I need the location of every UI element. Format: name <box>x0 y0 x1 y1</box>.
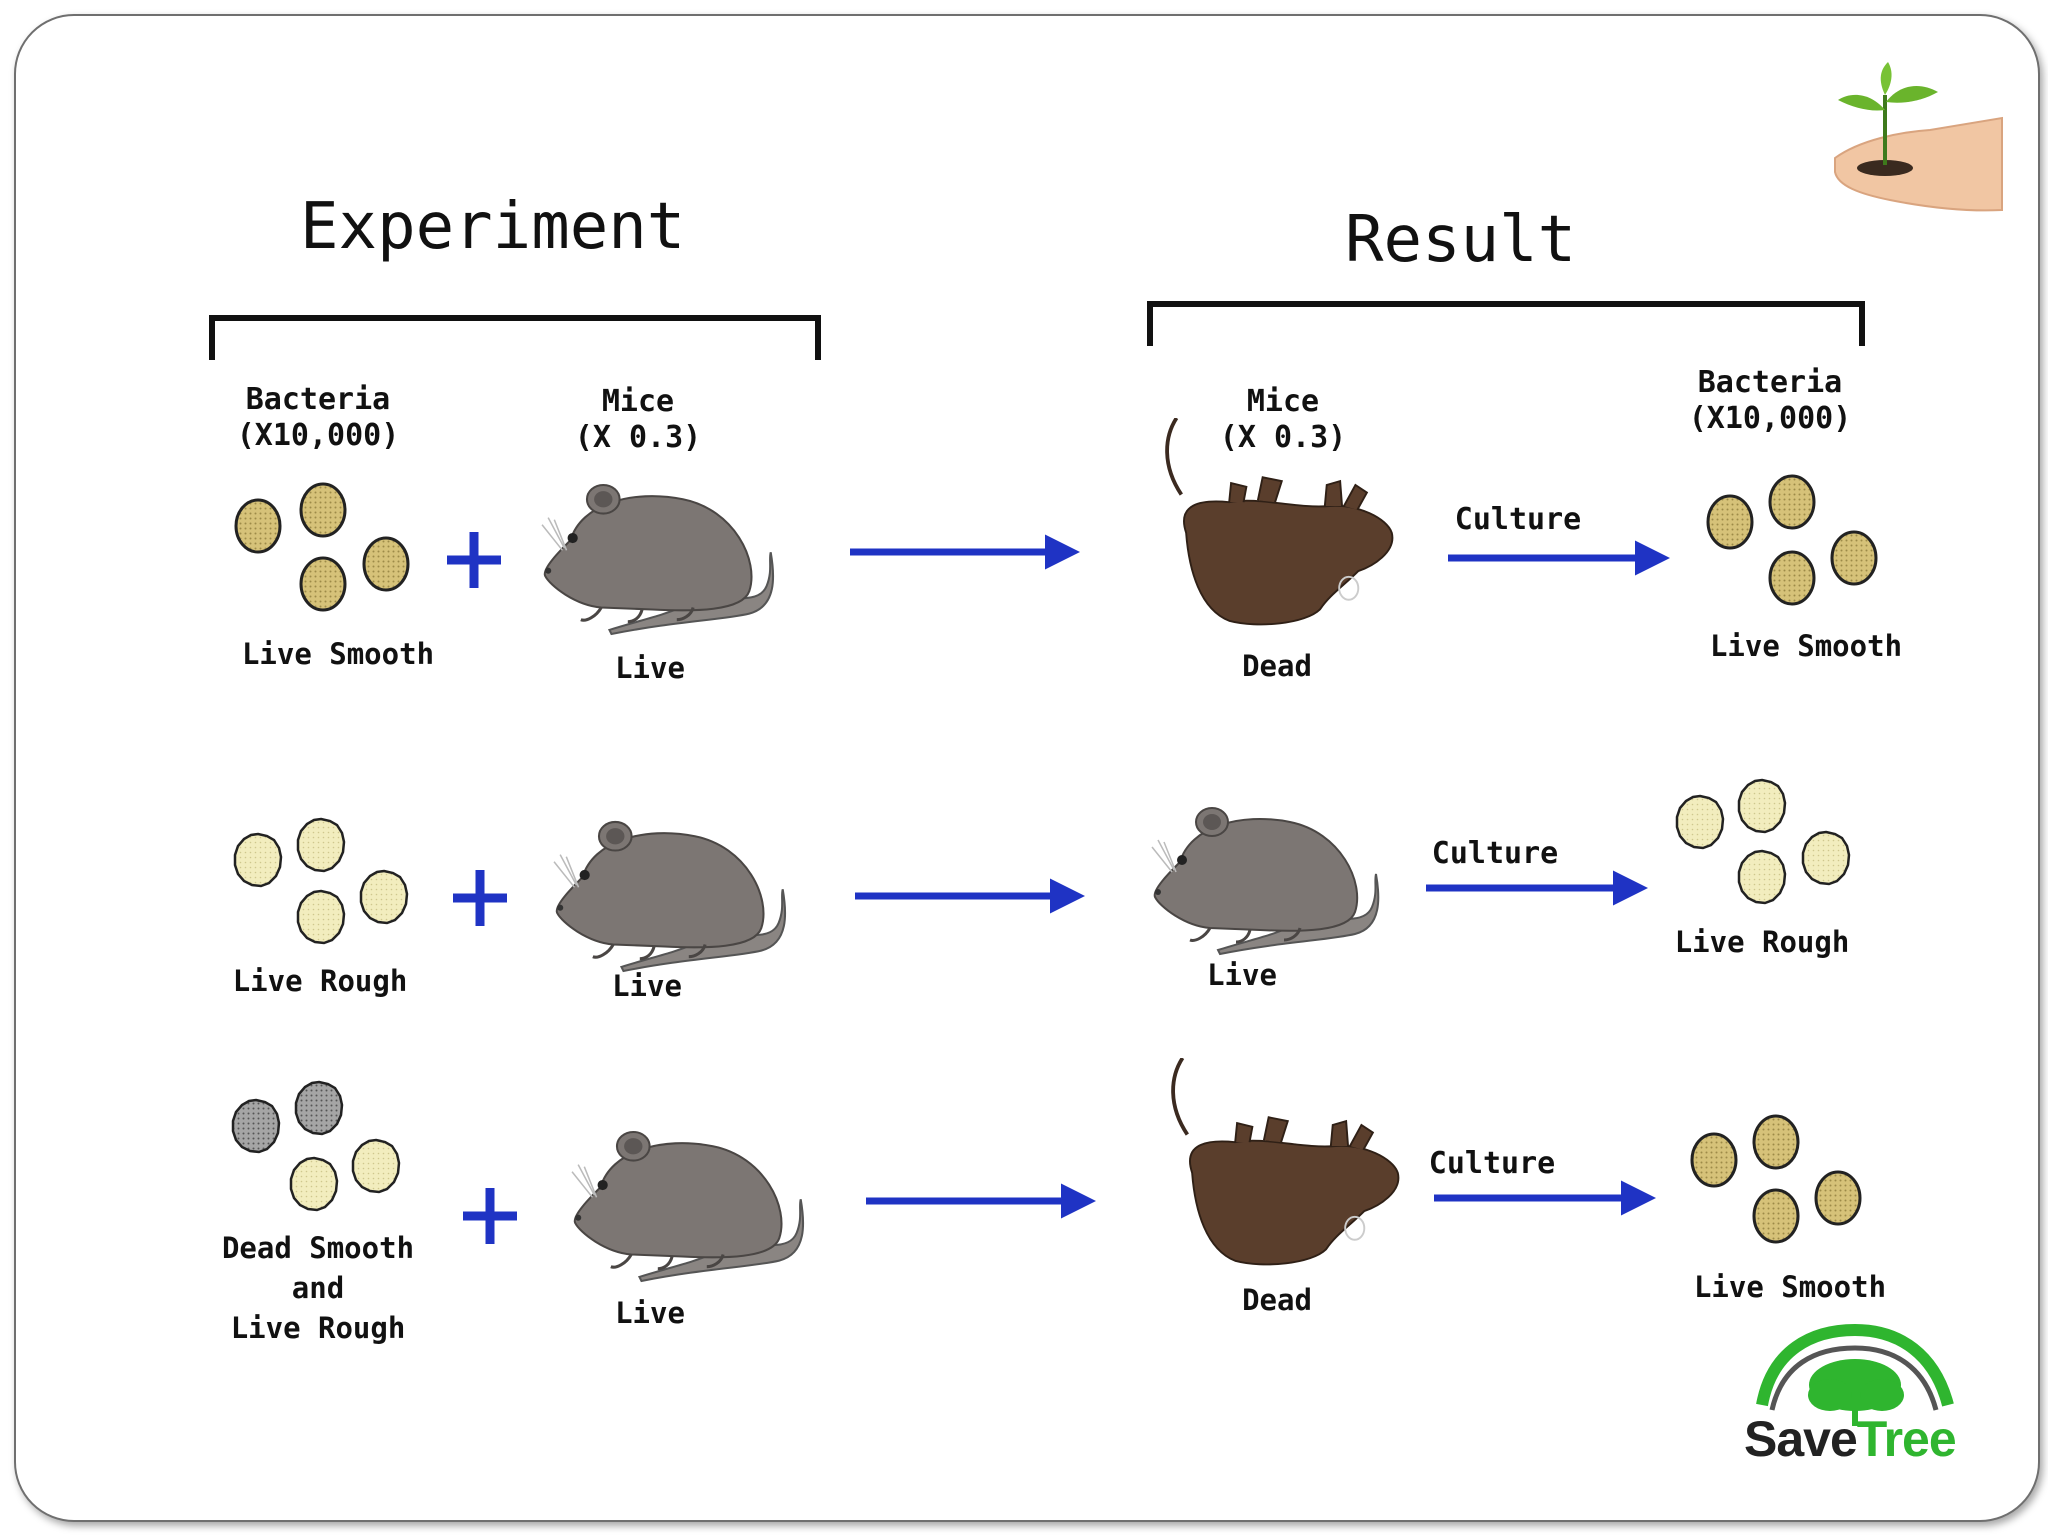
experiment-heading: Experiment <box>300 190 686 264</box>
row2-result-mouse-label: Live <box>1207 958 1277 992</box>
row1-exp-bacteria <box>234 482 410 612</box>
row2-exp-bacteria <box>233 817 409 945</box>
exp-bacteria-header: Bacteria(X10,000) <box>236 382 400 453</box>
row2-live-mouse <box>552 820 787 973</box>
row1-plus-sign <box>447 532 501 588</box>
exp-mice-header: Mice(X 0.3) <box>574 384 702 455</box>
row1-res-bacteria <box>1706 474 1878 606</box>
row1-mouse-label: Live <box>615 651 685 685</box>
logo-tree-text: Tree <box>1856 1411 1957 1467</box>
row1-live-mouse <box>540 483 775 636</box>
result-bracket <box>1147 301 1865 346</box>
row3-mouse-label: Live <box>615 1296 685 1330</box>
row1-result-bacteria-label: Live Smooth <box>1709 629 1903 663</box>
row2-live-mouse-result <box>1150 806 1380 956</box>
row2-plus-sign <box>453 870 507 926</box>
row3-result-mouse-label: Dead <box>1242 1283 1312 1317</box>
row3-dead-mouse <box>1171 1058 1401 1267</box>
row2-res-bacteria <box>1675 778 1851 905</box>
row3-live-mouse <box>570 1130 805 1283</box>
row2-mouse-label: Live <box>612 969 682 1003</box>
row1-dead-mouse <box>1165 418 1395 627</box>
row3-exp-bacteria <box>231 1080 401 1212</box>
savetree-logo-graphic <box>1756 1323 1954 1426</box>
res-bacteria-header: Bacteria(X10,000) <box>1688 365 1852 436</box>
row2-bacteria-label: Live Rough <box>232 964 408 998</box>
row1-result-mouse-label: Dead <box>1242 649 1312 683</box>
experiment-bracket <box>209 315 821 360</box>
slide-frame <box>14 14 2040 1522</box>
row3-result-bacteria-label: Live Smooth <box>1693 1270 1887 1304</box>
savetree-logo: SaveTree <box>1744 1410 1957 1468</box>
row2-result-bacteria-label: Live Rough <box>1674 925 1850 959</box>
res-mice-header: Mice(X 0.3) <box>1219 384 1347 455</box>
sprout-hands-icon <box>1834 62 2003 212</box>
row3-culture-label: Culture <box>1428 1146 1556 1181</box>
result-heading: Result <box>1345 203 1577 277</box>
logo-save-text: Save <box>1744 1411 1858 1467</box>
row3-res-bacteria <box>1690 1114 1862 1244</box>
row3-plus-sign <box>463 1188 517 1244</box>
row1-culture-label: Culture <box>1454 502 1582 537</box>
row2-culture-label: Culture <box>1431 836 1559 871</box>
row1-bacteria-label: Live Smooth <box>241 637 435 671</box>
